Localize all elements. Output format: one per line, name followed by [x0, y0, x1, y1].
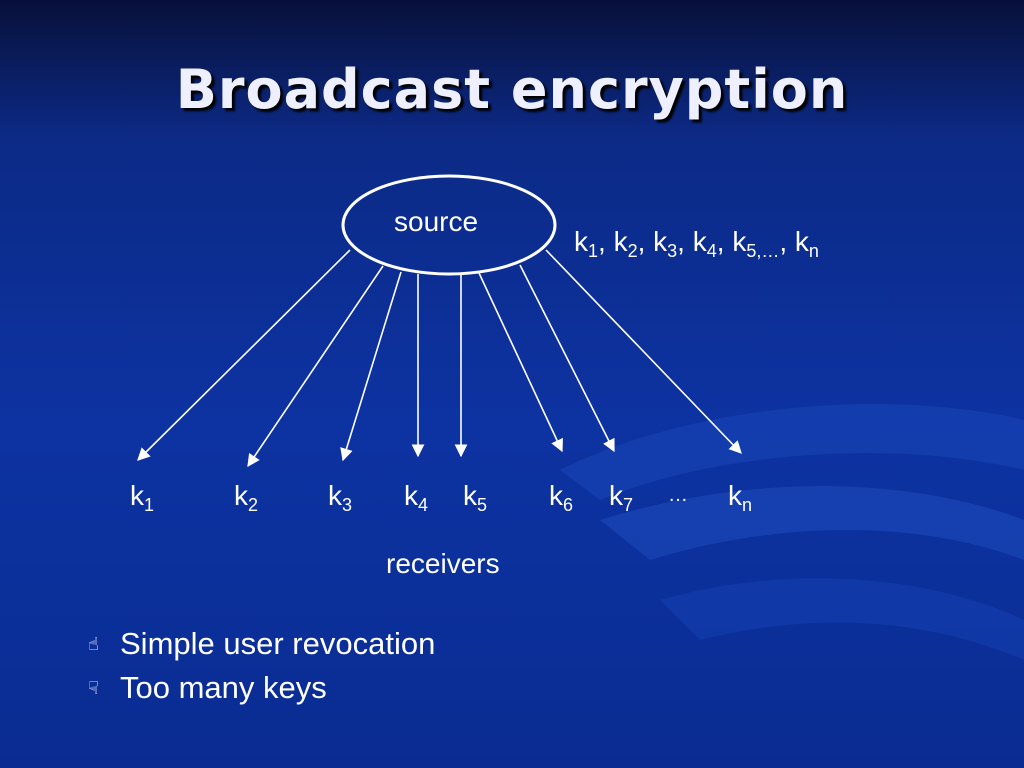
thumbs-down-icon: ☟: [88, 677, 99, 698]
receiver-key-k2: k2: [234, 480, 259, 515]
source-label: source: [394, 206, 479, 237]
slide-title: Broadcast encryption: [175, 58, 849, 121]
source-ellipse: [341, 174, 557, 276]
receiver-key-kn: kn: [728, 480, 753, 515]
receiver-key-k6: k6: [549, 480, 574, 515]
receiver-ellipsis: …: [668, 484, 688, 506]
arrow-to-k6: [478, 272, 563, 453]
arrow-to-k3: [340, 271, 402, 462]
bullet-item: ☝ Simple user revocation: [88, 622, 435, 666]
receiver-key-k1: k1: [130, 480, 155, 515]
thumbs-up-icon: ☝: [88, 633, 99, 654]
source-key-list: k1, k2, k3, k4, k5,…, kn: [574, 226, 819, 261]
receivers-label: receivers: [386, 548, 500, 579]
receiver-key-k5: k5: [463, 480, 488, 515]
bullet-text: Too many keys: [120, 670, 327, 705]
bullet-list: ☝ Simple user revocation ☟ Too many keys: [88, 622, 435, 710]
receiver-key-k3: k3: [328, 480, 353, 515]
bullet-text: Simple user revocation: [120, 626, 436, 661]
arrow-to-k1: [137, 249, 351, 461]
receiver-key-k7: k7: [609, 480, 634, 515]
arrow-to-kn: [545, 249, 742, 454]
arrow-to-k2: [247, 265, 384, 468]
arrow-to-k7: [519, 264, 615, 453]
receiver-key-k4: k4: [404, 480, 429, 515]
bullet-item: ☟ Too many keys: [88, 666, 435, 710]
